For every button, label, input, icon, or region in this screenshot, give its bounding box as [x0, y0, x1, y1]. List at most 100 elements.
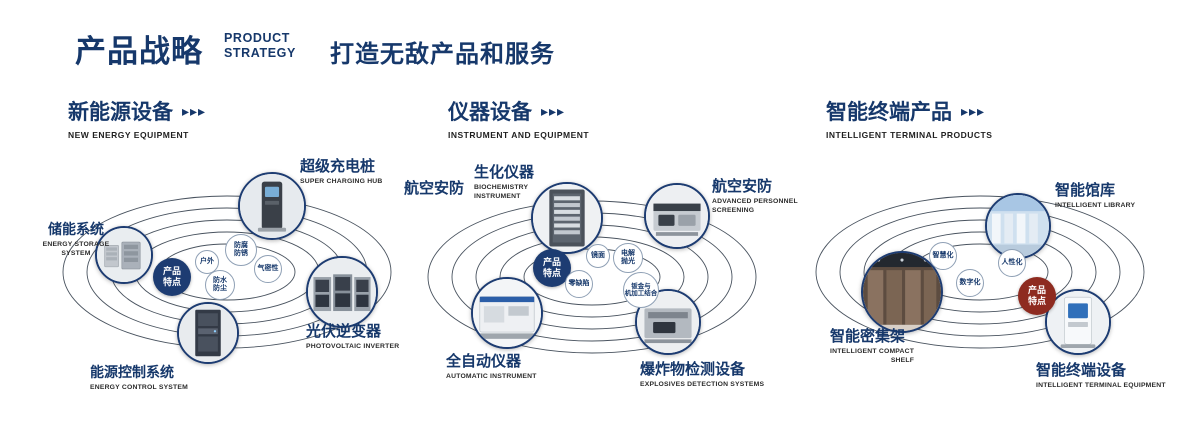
product-photo-biochem-instrument: [531, 182, 603, 254]
label-personnel-screening: 航空安防 ADVANCED PERSONNEL SCREENING: [712, 175, 798, 216]
feature-text: 防锈: [234, 250, 248, 257]
product-photo-energy-control: [177, 302, 239, 364]
pv-inverter-graphic: [308, 258, 376, 326]
feature-text: 防尘: [213, 285, 227, 292]
feature-text: 电解: [621, 249, 635, 257]
badge-line1: 产品: [1027, 284, 1046, 295]
label-en: ENERGY CONTROL SYSTEM: [90, 384, 188, 391]
label-en: INTELLIGENT LIBRARY: [1055, 202, 1136, 209]
badge-line1: 产品: [542, 256, 561, 267]
label-cn: 智能密集架: [830, 328, 906, 345]
product-photo-terminal-equipment: [1045, 289, 1111, 355]
label-en: INTELLIGENT TERMINAL EQUIPMENT: [1036, 382, 1166, 389]
badge-line2: 特点: [162, 277, 181, 287]
label-cn: 智能终端设备: [1036, 362, 1127, 379]
label-cn: 超级充电桩: [300, 158, 376, 175]
product-photo-explosives-detection: [635, 289, 701, 355]
feature-text: 钣金与: [631, 282, 651, 290]
product-photo-intelligent-library: [985, 193, 1051, 259]
feature-text: 机加工结合: [624, 290, 658, 297]
section-title-instrument: 仪器设备: [448, 101, 532, 124]
feature-bubble-electropolish: 电解 抛光: [613, 243, 643, 273]
badge-line2: 特点: [542, 268, 561, 278]
label-en: BIOCHEMISTRY: [474, 184, 529, 191]
feature-text: 零缺陷: [568, 279, 590, 287]
product-photo-compact-shelf: [861, 251, 943, 333]
label-cn: 智能馆库: [1055, 182, 1116, 199]
feature-bubble-humanized: 人性化: [998, 249, 1026, 277]
feature-bubble-wisdom: 智慧化: [929, 242, 957, 270]
label-biochem-instrument: 生化仪器 BIOCHEMISTRY INSTRUMENT: [474, 161, 534, 202]
label-compact-shelf: 智能密集架 INTELLIGENT COMPACT SHELF: [830, 325, 914, 366]
page-title-en: PRODUCT STRATEGY: [224, 31, 296, 61]
section-title-terminal: 智能终端产品: [826, 101, 952, 124]
features-badge-instrument: 产品 特点: [533, 249, 571, 287]
feature-bubble-waterproof: 防水 防尘: [205, 270, 235, 300]
label-terminal-equipment: 智能终端设备 INTELLIGENT TERMINAL EQUIPMENT: [1036, 359, 1166, 391]
features-badge-new-energy: 产品 特点: [153, 258, 191, 296]
label-en: ADVANCED PERSONNEL: [712, 198, 798, 205]
section-subtitle-new-energy: NEW ENERGY EQUIPMENT: [68, 130, 189, 140]
label-intelligent-library: 智能馆库 INTELLIGENT LIBRARY: [1055, 179, 1135, 211]
label-energy-control: 能源控制系统 ENERGY CONTROL SYSTEM: [90, 362, 188, 393]
feature-bubble-airtight: 气密性: [254, 255, 282, 283]
feature-text: 防腐: [234, 241, 248, 249]
section-header-new-energy: 新能源设备 ▸▸▸ NEW ENERGY EQUIPMENT: [68, 96, 206, 140]
label-energy-storage: 储能系统 ENERGY STORAGE SYSTEM: [30, 219, 122, 259]
label-en: INTELLIGENT COMPACT: [830, 348, 915, 355]
page-title-en-line1: PRODUCT: [224, 31, 291, 45]
section-header-terminal: 智能终端产品 ▸▸▸ INTELLIGENT TERMINAL PRODUCTS: [826, 96, 992, 140]
feature-text: 智慧化: [932, 251, 954, 259]
feature-bubble-anticorrosion: 防腐 防锈: [225, 234, 257, 266]
label-explosives-detection: 爆炸物检测设备 EXPLOSIVES DETECTION SYSTEMS: [640, 358, 764, 390]
label-pv-inverter: 光伏逆变器 PHOTOVOLTAIC INVERTER: [306, 320, 399, 352]
feature-text: 数字化: [959, 278, 981, 286]
label-cn: 能源控制系统: [90, 364, 174, 380]
badge-line1: 产品: [162, 265, 181, 276]
feature-text: 户外: [200, 257, 214, 265]
explosives-detector-graphic: [637, 291, 699, 353]
feature-text: 抛光: [621, 258, 635, 265]
page-title-en-line2: STRATEGY: [224, 46, 296, 60]
label-en: INSTRUMENT: [474, 192, 521, 200]
page-slogan: 打造无敌产品和服务: [330, 41, 555, 68]
library-interior-graphic: [987, 195, 1049, 257]
energy-control-graphic: [179, 304, 237, 362]
feature-bubble-sheetmetal: 钣金与 机加工结合: [623, 272, 659, 308]
feature-bubble-outdoor: 户外: [195, 250, 219, 274]
screening-machine-graphic: [646, 185, 708, 247]
biochem-rack-graphic: [533, 184, 601, 252]
triple-arrow-icon: ▸▸▸: [541, 102, 566, 119]
section-title-new-energy: 新能源设备: [68, 101, 173, 124]
label-en: ENERGY STORAGE: [42, 241, 110, 248]
label-en: EXPLOSIVES DETECTION SYSTEMS: [640, 381, 765, 388]
product-photo-pv-inverter: [306, 256, 378, 328]
automatic-instrument-graphic: [473, 279, 541, 347]
feature-text: 气密性: [257, 264, 279, 272]
kiosk-graphic: [1047, 291, 1109, 353]
label-en: PHOTOVOLTAIC INVERTER: [306, 343, 400, 350]
feature-text: 镜面: [591, 251, 605, 259]
page-title: 产品战略: [75, 34, 203, 69]
feature-bubble-zero-defect: 零缺陷: [565, 270, 593, 298]
features-badge-terminal: 产品 特点: [1018, 277, 1056, 315]
label-cn: 航空安防: [712, 178, 773, 195]
label-en: SCREENING: [712, 206, 755, 214]
label-aviation-security-left: 航空安防: [404, 180, 465, 197]
product-photo-personnel-screening: [644, 183, 710, 249]
label-cn: 全自动仪器: [446, 353, 522, 370]
label-cn: 储能系统: [48, 221, 104, 237]
compact-shelf-graphic: [863, 253, 941, 331]
section-subtitle-instrument: INSTRUMENT AND EQUIPMENT: [448, 130, 590, 140]
section-header-instrument: 仪器设备 ▸▸▸ INSTRUMENT AND EQUIPMENT: [448, 96, 589, 140]
section-subtitle-terminal: INTELLIGENT TERMINAL PRODUCTS: [826, 130, 993, 140]
label-en: SYSTEM: [61, 249, 91, 257]
label-en: SHELF: [890, 356, 915, 364]
product-photo-automatic-instrument: [471, 277, 543, 349]
feature-bubble-mirror: 镜面: [586, 244, 610, 268]
feature-text: 人性化: [1001, 258, 1023, 266]
feature-bubble-digital: 数字化: [956, 269, 984, 297]
triple-arrow-icon: ▸▸▸: [182, 102, 207, 119]
label-charging-hub: 超级充电桩 SUPER CHARGING HUB: [300, 155, 383, 187]
